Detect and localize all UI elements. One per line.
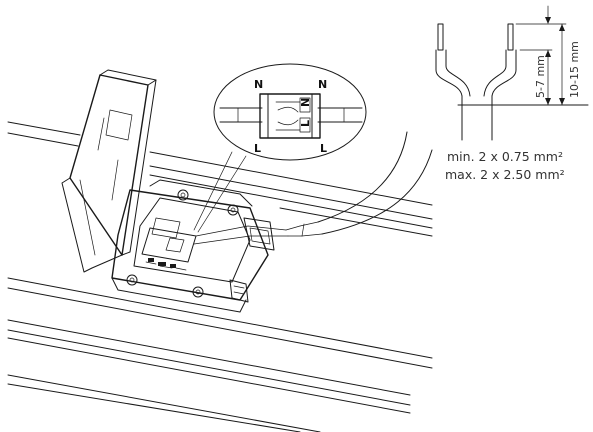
terminal-label-n-right: N [318, 78, 327, 91]
terminal-callout: N L N N L L [193, 63, 367, 233]
wire-spec-min: min. 2 x 0.75 mm² [447, 149, 563, 164]
mains-cable [285, 131, 433, 237]
wire-spec-max: max. 2 x 2.50 mm² [445, 167, 565, 182]
terminal-label-l-right: L [320, 142, 327, 155]
hinged-cover [61, 69, 157, 273]
wire-strip-detail: 5-7 mm 10-15 mm [435, 5, 589, 141]
conductor-strip-length: 5-7 mm [534, 55, 547, 98]
insulation-strip-length: 10-15 mm [568, 41, 581, 98]
terminal-block-l-label: L [299, 120, 312, 127]
mounting-rail [7, 121, 433, 432]
wire-spec: min. 2 x 0.75 mm² max. 2 x 2.50 mm² [445, 149, 565, 182]
terminal-label-l-left: L [254, 142, 261, 155]
terminal-label-n-left: N [254, 78, 263, 91]
junction-box [111, 179, 289, 313]
terminal-block-n-label: N [299, 98, 312, 107]
